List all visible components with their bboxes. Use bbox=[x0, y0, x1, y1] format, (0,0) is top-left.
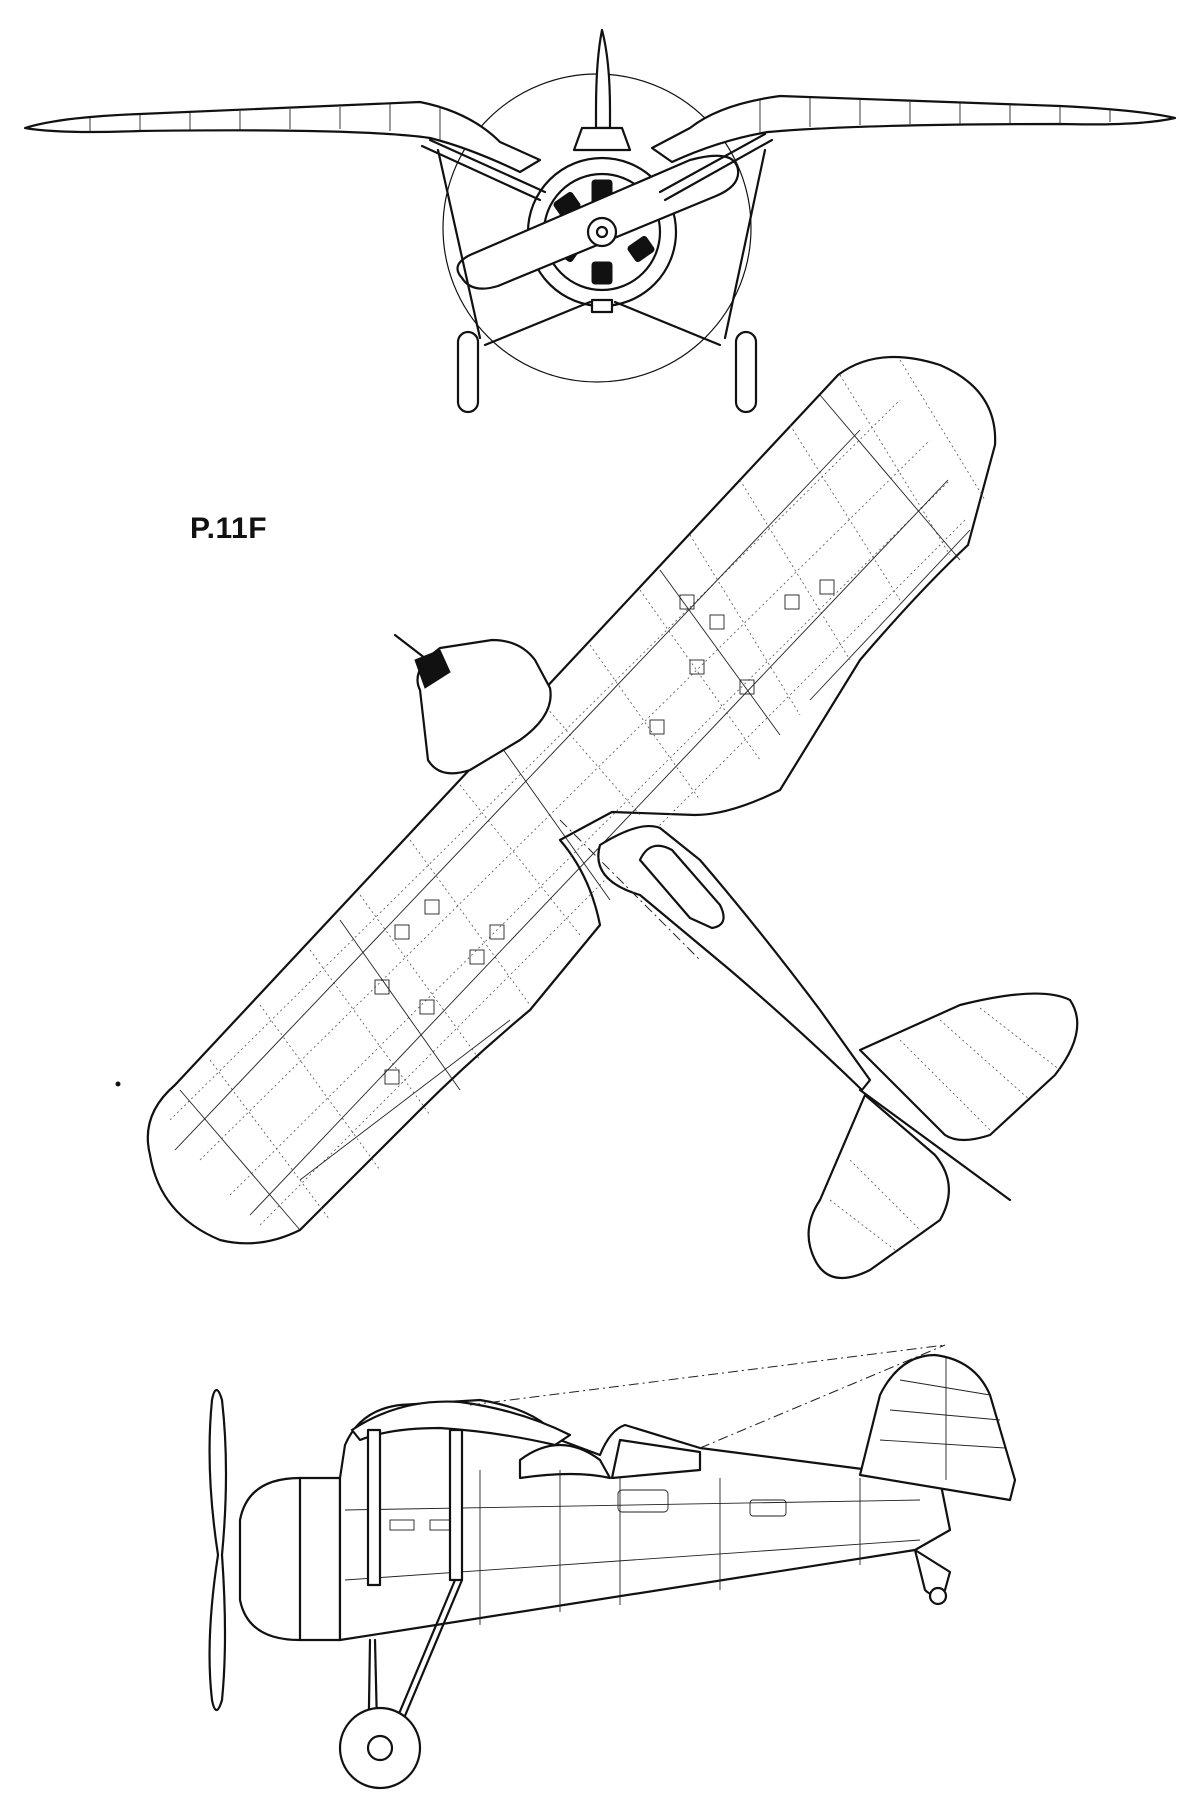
top-fuselage bbox=[597, 824, 872, 1092]
side-fin bbox=[858, 1353, 1017, 1502]
top-wing bbox=[146, 355, 997, 1245]
top-propeller bbox=[414, 649, 451, 689]
top-tail-grid bbox=[829, 1007, 1061, 1251]
front-wing-ribs bbox=[89, 98, 1111, 140]
front-wing-left bbox=[23, 100, 542, 174]
top-view bbox=[146, 355, 1079, 1280]
top-tailplane-right bbox=[858, 992, 1079, 1142]
side-wing bbox=[350, 1400, 572, 1447]
top-tailplane-left bbox=[807, 1093, 950, 1280]
front-wheel-left bbox=[456, 330, 480, 414]
top-wing-grid bbox=[169, 359, 986, 1226]
side-rudder-ribs bbox=[879, 1358, 1006, 1480]
side-cockpit bbox=[518, 1443, 612, 1480]
stray-mark bbox=[115, 1081, 121, 1087]
front-wheel-right bbox=[734, 330, 758, 414]
side-fuselage-panels bbox=[344, 1470, 921, 1625]
front-view bbox=[23, 28, 1177, 414]
top-wing-hatches bbox=[374, 579, 835, 1085]
side-cowling bbox=[238, 1476, 342, 1642]
top-rudder bbox=[858, 1088, 1012, 1202]
side-propeller bbox=[208, 1388, 228, 1712]
front-cockpit bbox=[572, 126, 632, 152]
model-designation-label: P.11F bbox=[190, 512, 268, 545]
front-fin bbox=[594, 28, 612, 130]
side-main-wheel bbox=[338, 1706, 422, 1790]
side-view bbox=[208, 1344, 1017, 1790]
top-cockpit bbox=[638, 844, 725, 930]
side-headrest bbox=[610, 1438, 702, 1480]
front-struts bbox=[420, 132, 774, 347]
side-tail-skid bbox=[913, 1548, 952, 1597]
